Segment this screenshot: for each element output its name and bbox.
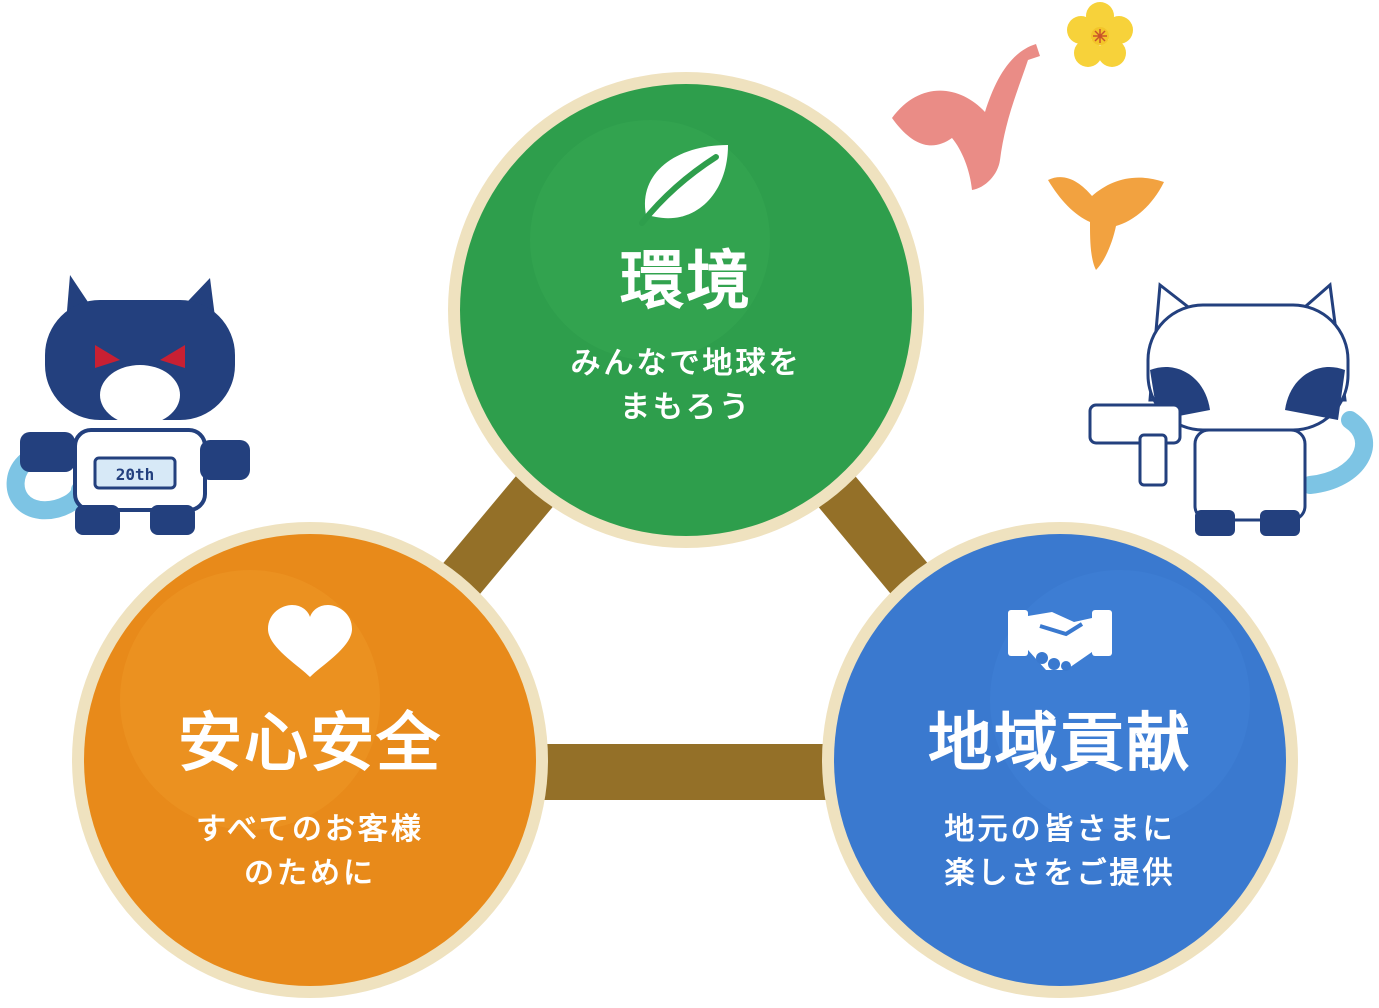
node-environment-text: 環境 みんなで地球を まもろう	[486, 250, 886, 429]
node-community-text: 地域貢献 地元の皆さまに 楽しさをご提供	[860, 712, 1260, 895]
node-community-subtitle: 地元の皆さまに 楽しさをご提供	[944, 812, 1176, 891]
orange-bird	[1048, 177, 1164, 270]
yellow-flower	[1067, 2, 1133, 67]
cat-mascot-right	[1088, 282, 1374, 536]
node-safety-subtitle: すべてのお客様 のために	[196, 812, 424, 891]
node-safety-text: 安心安全 すべてのお客様 のために	[110, 712, 510, 895]
connector-safety-community	[540, 744, 840, 800]
node-environment	[448, 72, 924, 548]
handshake-icon	[1008, 610, 1112, 671]
cat-mascot-left: 20th	[6, 275, 250, 535]
node-safety-title: 安心安全	[178, 707, 442, 781]
node-environment-subtitle: みんなで地球を まもろう	[570, 346, 802, 425]
node-safety-disc	[84, 534, 536, 986]
node-community	[822, 522, 1298, 998]
node-environment-title: 環境	[620, 245, 752, 319]
node-safety	[72, 522, 548, 998]
node-environment-disc	[460, 84, 912, 536]
mascot-badge-text: 20th	[116, 465, 155, 484]
heart-icon	[268, 605, 352, 677]
node-community-title: 地域貢献	[928, 707, 1192, 781]
leaf-icon	[639, 145, 728, 226]
node-community-disc	[834, 534, 1286, 986]
pink-bird	[892, 44, 1040, 190]
